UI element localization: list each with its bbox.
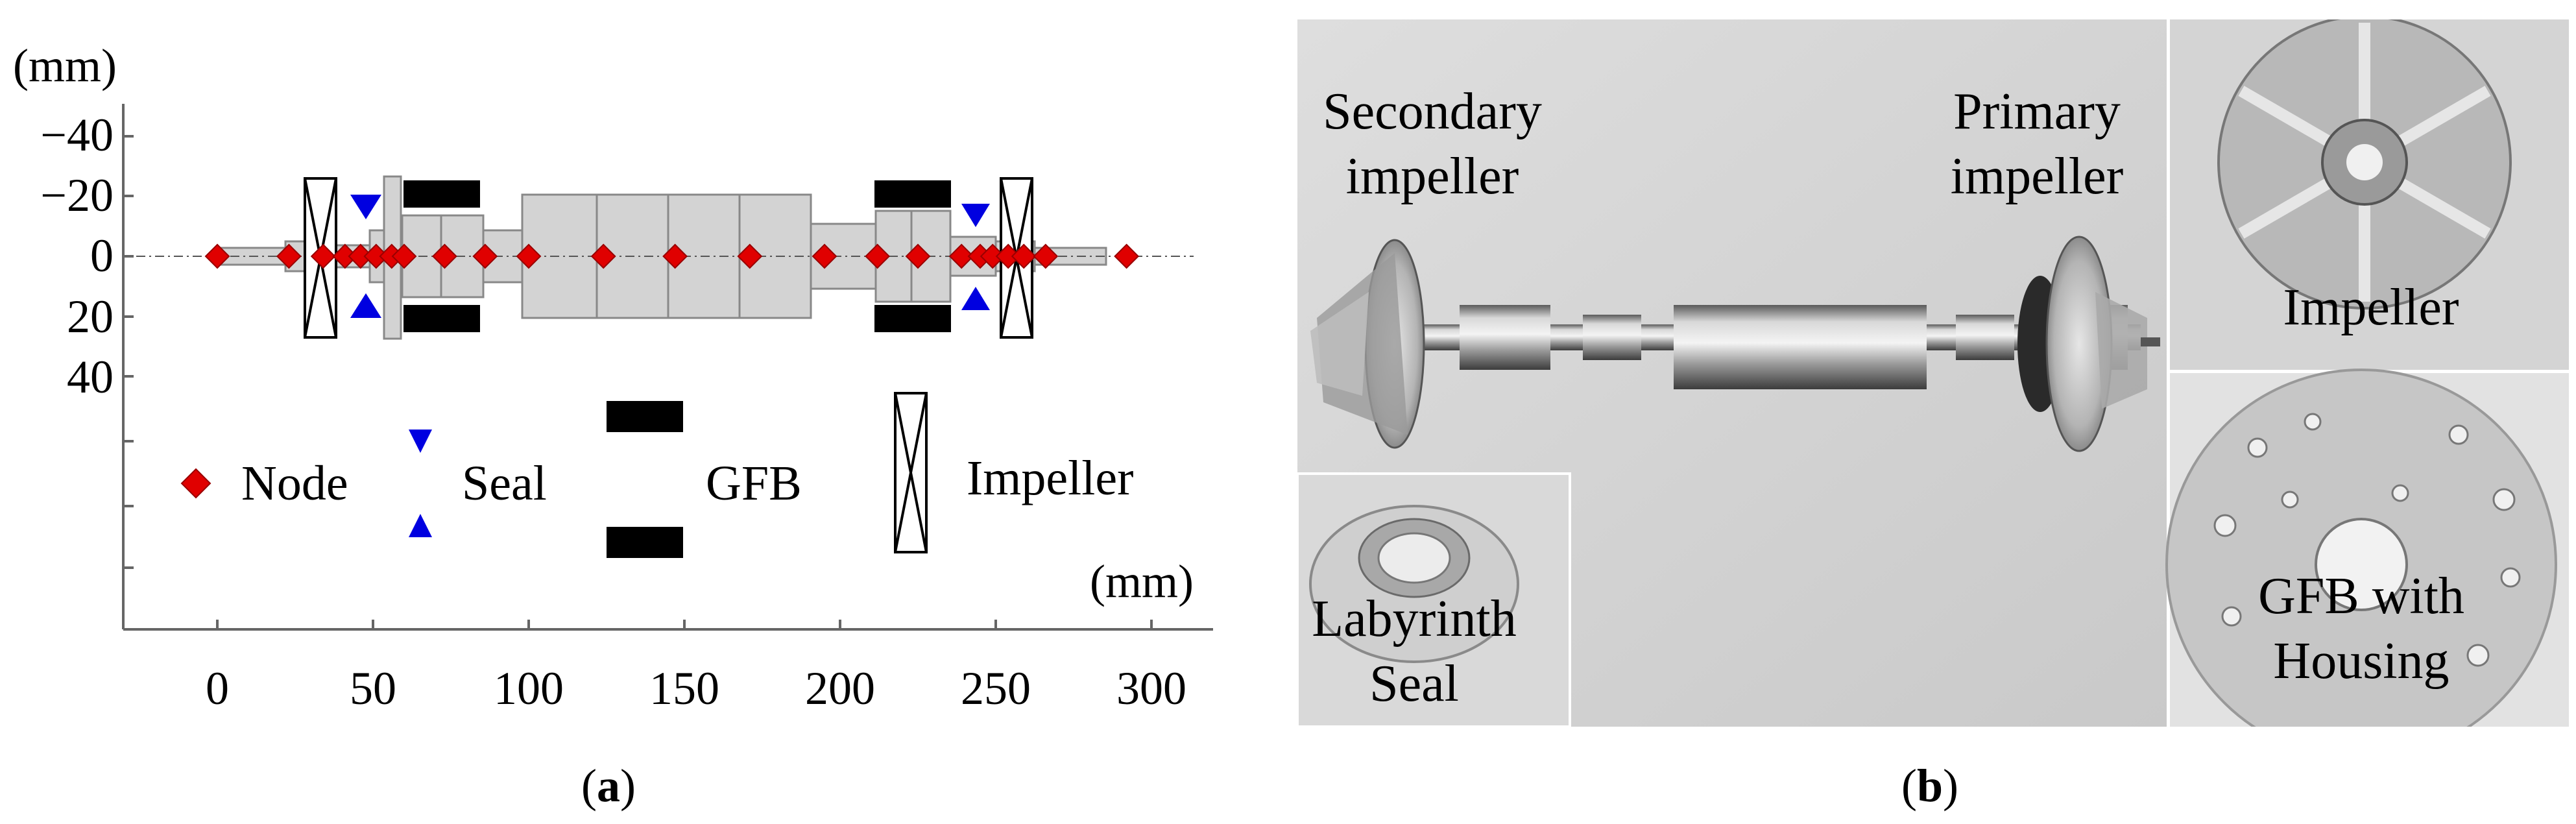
node-marker (516, 243, 542, 269)
legend-node-marker (180, 468, 211, 499)
y-tick-label: −40 (40, 109, 114, 161)
x-tick-label: 150 (649, 662, 719, 714)
node-marker (905, 243, 931, 269)
legend-gfb-marker (607, 401, 683, 432)
caption-b: (b) (1901, 760, 1958, 812)
legend-node-label: Node (241, 456, 348, 511)
x-axis-unit: (mm) (1090, 555, 1194, 607)
node-marker (737, 243, 763, 269)
legend-impeller-marker (894, 392, 928, 553)
node-markers (204, 243, 1140, 269)
node-marker (276, 243, 302, 269)
primary-impeller-label: impeller (1951, 148, 2124, 205)
y-tick-label: −20 (40, 169, 114, 221)
node-marker (204, 243, 230, 269)
y-axis-unit: (mm) (13, 40, 117, 91)
rotor-model-diagram: (mm) −40 −20 0 20 40 0 50 100 150 200 25… (13, 40, 1213, 714)
node-marker (310, 243, 336, 269)
gfb-symbol (403, 180, 951, 332)
caption-a: (a) (581, 760, 636, 812)
legend-seal-marker (409, 430, 432, 453)
rotor-shaft-photo (1310, 236, 2160, 452)
node-marker (1114, 243, 1140, 269)
y-tick-label: 40 (67, 351, 114, 403)
secondary-impeller-label: Secondary (1323, 83, 1542, 140)
labyrinth-seal-inset (1297, 472, 1571, 727)
node-marker (472, 243, 498, 269)
caption-a-letter: a (597, 760, 620, 812)
node-marker (948, 243, 974, 269)
y-tick-label: 0 (90, 230, 114, 282)
legend-impeller-label: Impeller (967, 451, 1133, 505)
gfb-housing-label: GFB with (2258, 568, 2464, 625)
x-tick-label: 250 (961, 662, 1031, 714)
impeller-inset (2170, 19, 2569, 370)
node-marker (590, 243, 616, 269)
x-tick-label: 300 (1116, 662, 1186, 714)
x-tick-label: 200 (805, 662, 875, 714)
node-marker (662, 243, 688, 269)
x-tick-label: 0 (206, 662, 229, 714)
labyrinth-seal-label: Labyrinth (1312, 590, 1516, 648)
legend-gfb-label: GFB (706, 456, 802, 511)
caption-b-letter: b (1916, 760, 1944, 812)
legend-seal-label: Seal (462, 456, 547, 511)
node-marker (431, 243, 457, 269)
gfb-housing-label: Housing (2273, 633, 2449, 690)
legend-gfb-marker (607, 527, 683, 558)
labyrinth-seal-label: Seal (1369, 655, 1459, 712)
x-tick-label: 100 (494, 662, 564, 714)
legend-seal-marker (409, 514, 432, 537)
node-marker (1011, 243, 1037, 269)
x-tick-marks (216, 620, 1153, 629)
seal-symbol (350, 195, 990, 318)
x-tick-label: 50 (350, 662, 396, 714)
node-marker (812, 243, 837, 269)
y-tick-marks (123, 135, 134, 569)
secondary-impeller-label: impeller (1346, 148, 1519, 205)
y-tick-label: 20 (67, 291, 114, 343)
node-marker (1033, 243, 1059, 269)
gfb-housing-inset (2165, 369, 2569, 727)
rotor-photo-composite: Secondary impeller Primary impeller Laby… (1297, 19, 2569, 727)
node-marker (865, 243, 891, 269)
node-marker (391, 243, 417, 269)
legend: Node Seal GFB Impeller (180, 392, 1133, 558)
primary-impeller-label: Primary (1953, 83, 2121, 140)
impeller-photo-label: Impeller (2283, 279, 2459, 336)
